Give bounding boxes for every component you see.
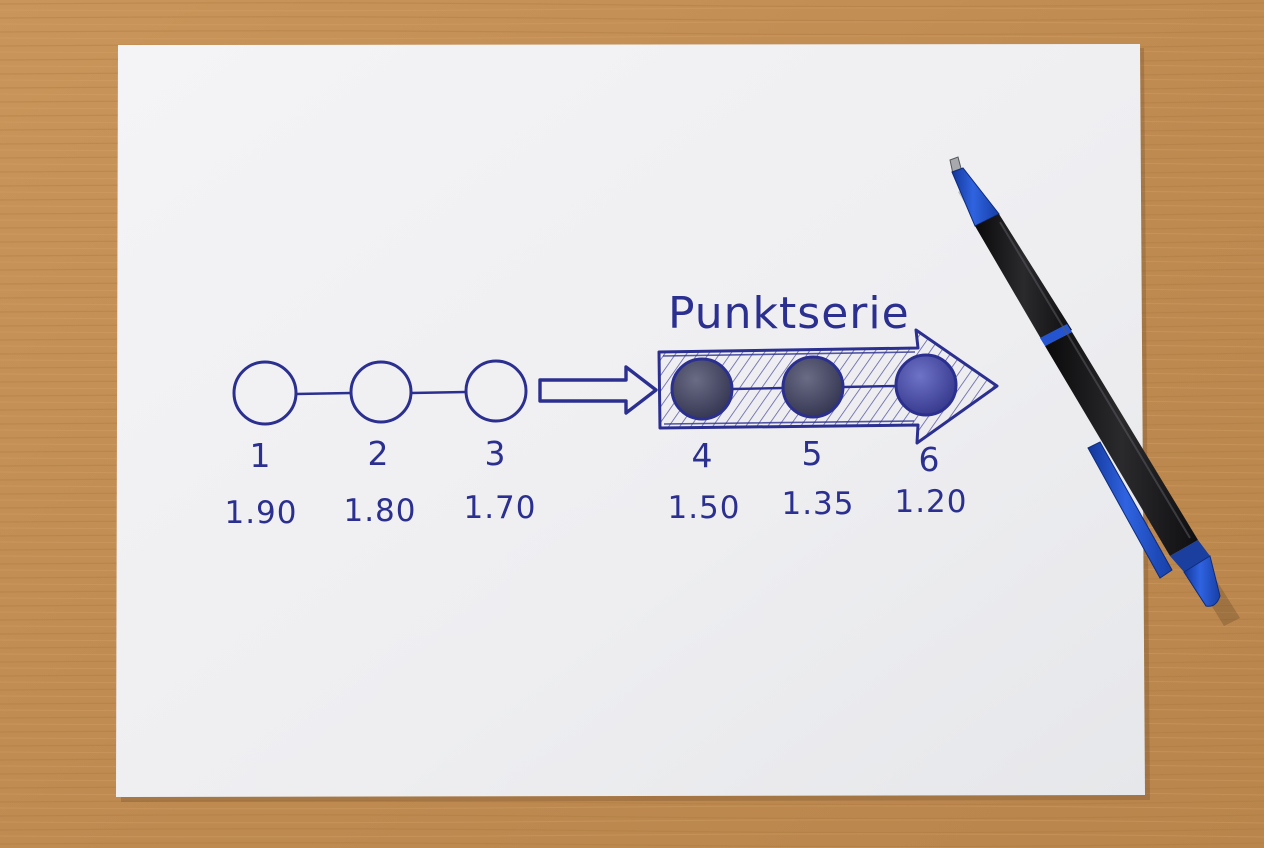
- point-value-2: 1.80: [343, 493, 416, 529]
- point-number-1: 1: [250, 436, 271, 475]
- point-value-3: 1.70: [463, 490, 536, 526]
- point-number-4: 4: [692, 436, 713, 475]
- point-value-6: 1.20: [894, 484, 967, 520]
- point-number-5: 5: [802, 434, 823, 473]
- point-number-2: 2: [368, 434, 389, 473]
- pen-grip: [975, 214, 1072, 344]
- circle-1: [232, 360, 298, 426]
- title-text: Punktserie: [668, 288, 910, 339]
- pen-clip: [1087, 441, 1173, 579]
- point-value-1: 1.90: [224, 495, 297, 531]
- circle-3: [464, 359, 528, 423]
- dot-4: [670, 357, 734, 421]
- point-numbers: 1 2 3 4 5 6: [250, 434, 940, 479]
- pen-cap: [1170, 540, 1210, 572]
- point-value-4: 1.50: [667, 490, 740, 526]
- pen-barrel: [1045, 332, 1198, 556]
- filled-dots: [670, 353, 958, 421]
- paper-sheet: [116, 44, 1145, 797]
- dot-5: [781, 355, 845, 419]
- filled-dots-connectors: [731, 384, 896, 391]
- transition-arrow: [538, 365, 658, 415]
- point-values: 1.90 1.80 1.70 1.50 1.35 1.20: [224, 484, 967, 531]
- point-number-3: 3: [485, 434, 506, 473]
- ballpoint-pen: [949, 156, 1240, 626]
- circle-2: [349, 360, 413, 424]
- dot-6: [894, 353, 958, 417]
- open-circles: [232, 359, 528, 426]
- open-circles-connectors: [295, 390, 467, 396]
- point-number-6: 6: [919, 440, 940, 479]
- pen-plunger: [1183, 555, 1221, 607]
- point-value-5: 1.35: [781, 486, 854, 522]
